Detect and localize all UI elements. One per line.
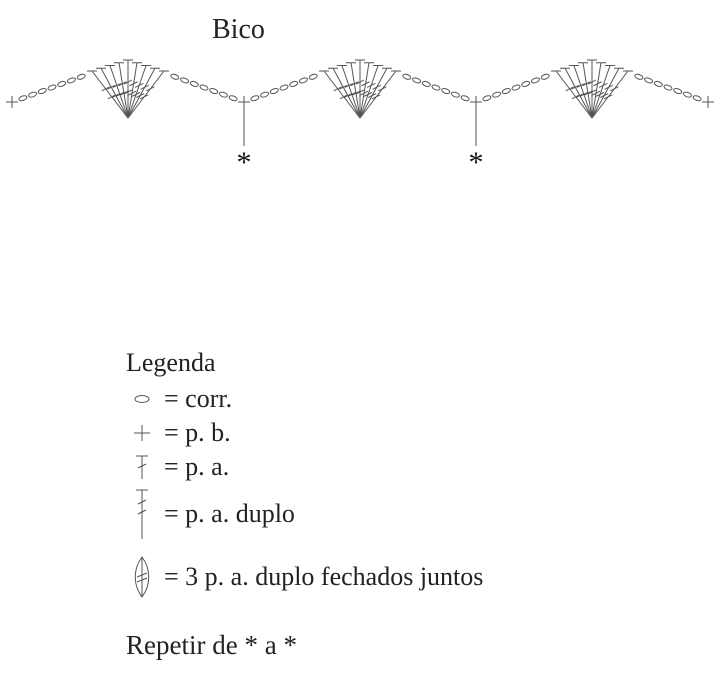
legend-item-label: = corr. [164, 384, 233, 413]
chain-run [250, 73, 318, 102]
repeat-marker: * [237, 106, 252, 179]
legend: Legenda = corr. = p. b. = p. a. = p. a. … [126, 350, 483, 600]
repeat-marker: * [469, 106, 484, 179]
repeat-asterisk: * [237, 146, 252, 179]
scallop-fan [551, 59, 633, 119]
double-crochet-icon [126, 453, 158, 481]
legend-title: Legenda [126, 348, 216, 377]
repeat-instruction: Repetir de * a * [126, 630, 297, 660]
single-crochet-mark [6, 96, 18, 108]
crochet-chart: ** [6, 59, 714, 179]
legend-item-label: = p. a. [164, 452, 230, 481]
scallop-fan [87, 59, 169, 119]
chain-run [18, 73, 86, 102]
legend-item-label: = 3 p. a. duplo fechados juntos [164, 562, 484, 591]
legend-item-single-crochet: = p. b. [126, 416, 483, 450]
scallop-fan [319, 59, 401, 119]
legend-item-double-crochet: = p. a. [126, 450, 483, 484]
legend-item-label: = p. b. [164, 418, 231, 447]
chain-run [482, 73, 550, 102]
cluster-stitch-icon [126, 555, 158, 599]
chain-run [402, 73, 470, 102]
single-crochet-mark [702, 96, 714, 108]
chain-stitch-icon [126, 393, 158, 405]
legend-item-chain: = corr. [126, 382, 483, 416]
legend-item-cluster: = 3 p. a. duplo fechados juntos [126, 554, 483, 600]
chain-run [170, 73, 238, 102]
legend-item-label: = p. a. duplo [164, 499, 295, 528]
chart-title: Bico [212, 14, 265, 45]
chain-run [634, 73, 702, 102]
legend-item-treble-crochet: = p. a. duplo [126, 484, 483, 544]
repeat-asterisk: * [469, 146, 484, 179]
plus-stitch-icon [126, 423, 158, 443]
treble-crochet-icon [126, 487, 158, 541]
